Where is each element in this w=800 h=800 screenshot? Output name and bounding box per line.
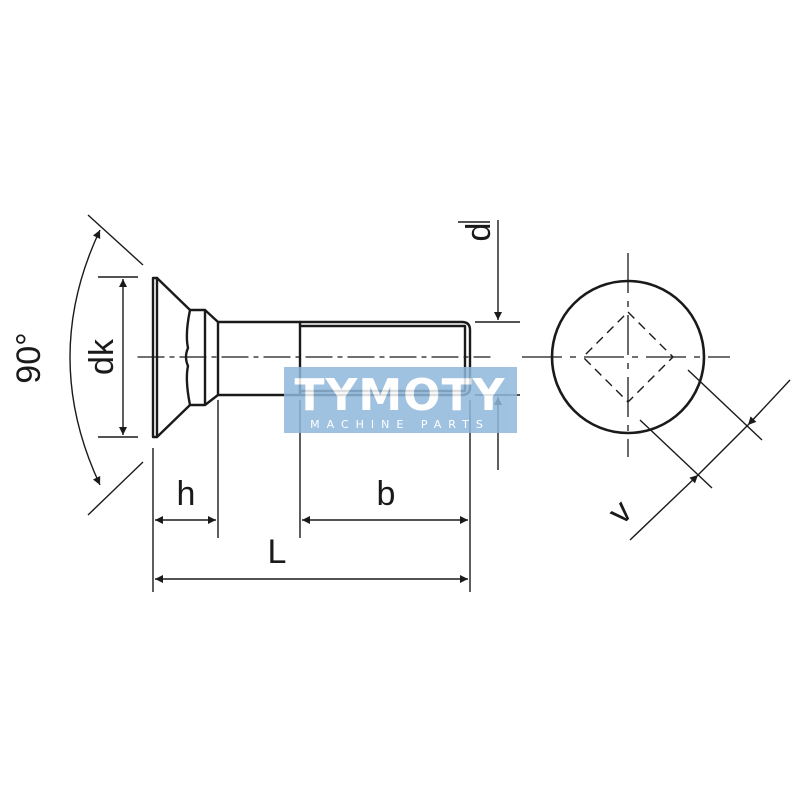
dk-label: dk [83, 338, 121, 375]
d-label: d [460, 223, 498, 242]
watermark: TYMOTY MACHINE PARTS [284, 367, 517, 433]
angle-dimension [69, 214, 144, 516]
bolt-side-view [137, 276, 491, 439]
bolt-end-view [522, 253, 730, 457]
angle-label: 90° [10, 332, 48, 383]
head-cone [155, 276, 192, 439]
shank [216, 320, 302, 397]
length-dimensions [152, 400, 471, 592]
thread [298, 320, 472, 397]
dk-dimension [98, 276, 138, 438]
l-label: L [268, 533, 287, 571]
watermark-title: TYMOTY [295, 370, 506, 421]
square-neck [184, 308, 220, 407]
v-dimension [629, 369, 791, 541]
h-label: h [177, 475, 196, 513]
watermark-subtitle: MACHINE PARTS [310, 418, 490, 431]
v-label: v [601, 493, 640, 532]
b-label: b [377, 475, 396, 513]
square-hidden-outline [582, 311, 674, 403]
